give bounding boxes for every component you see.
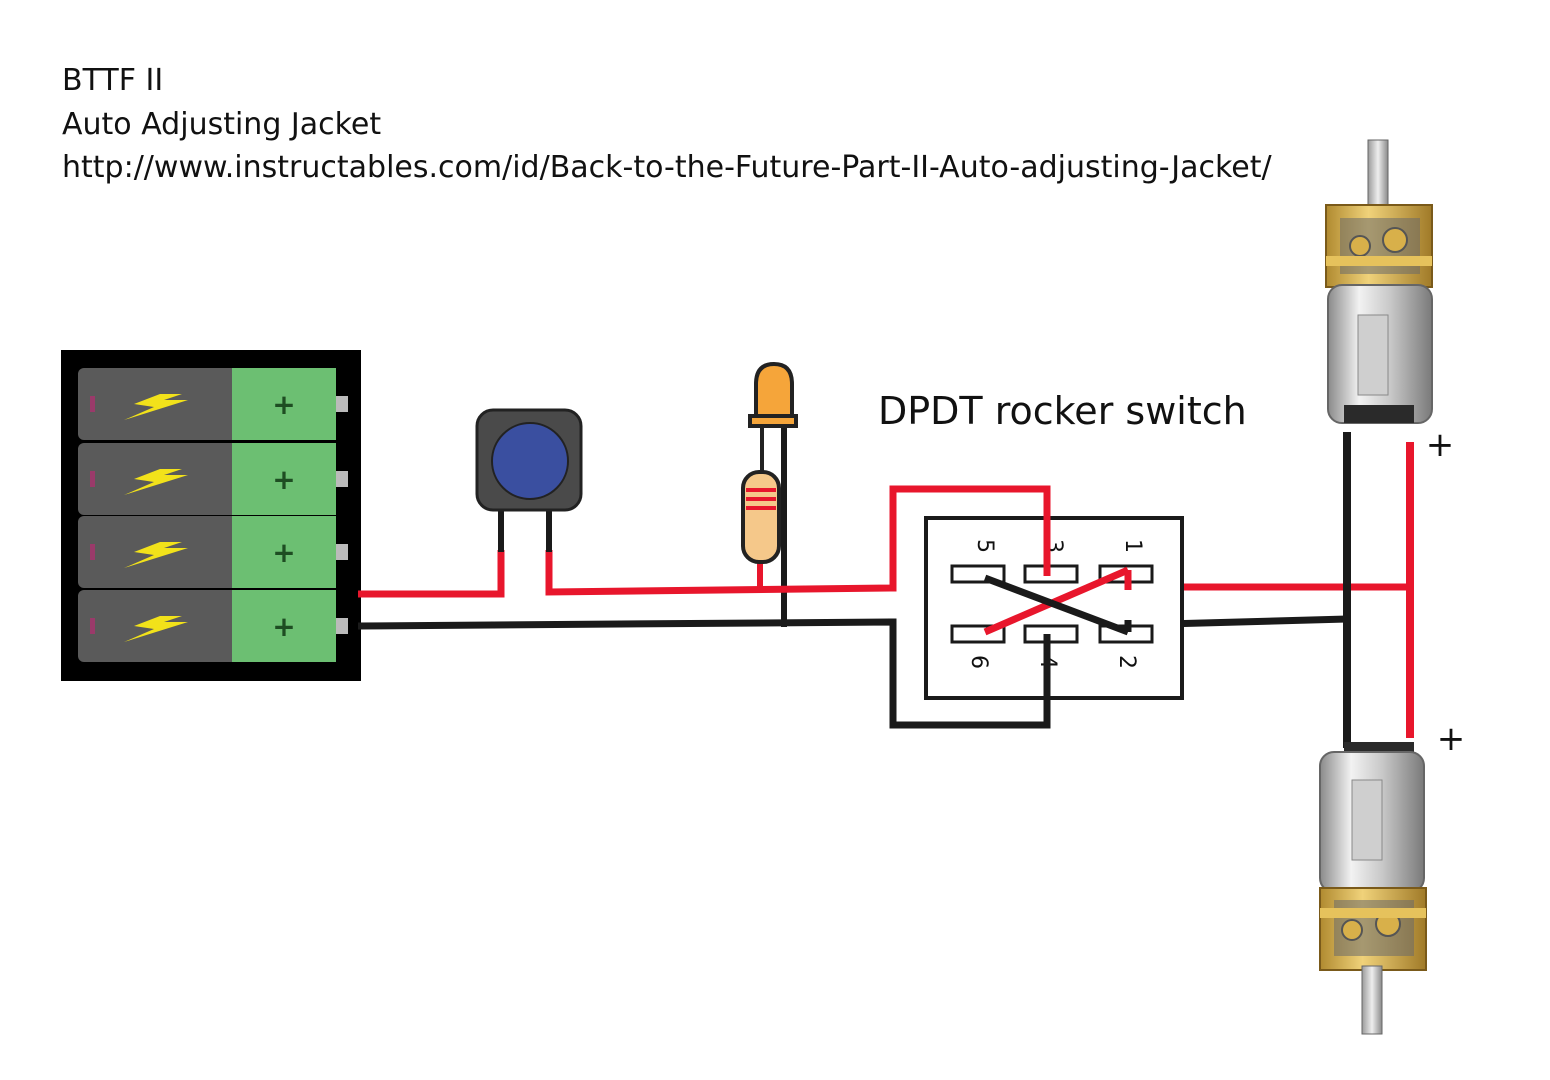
battery-cell: + — [78, 368, 348, 440]
lightning-icon — [124, 616, 188, 642]
svg-text:2: 2 — [1114, 655, 1139, 669]
source-url: http://www.instructables.com/id/Back-to-… — [62, 150, 1272, 185]
motor-top-plus-label: + — [1426, 425, 1455, 465]
black-wire-main — [357, 618, 1051, 729]
plus-icon: + — [272, 388, 295, 421]
svg-text:6: 6 — [966, 655, 991, 669]
battery-cell: + — [78, 516, 348, 588]
diagram-subtitle: Auto Adjusting Jacket — [62, 107, 382, 142]
battery-cell: + — [78, 590, 348, 662]
motor-bottom-plus-label: + — [1437, 719, 1466, 759]
svg-text:5: 5 — [972, 539, 997, 553]
red-wire-battery-button — [358, 550, 505, 598]
push-button-icon — [475, 408, 583, 552]
battery-pack: + + + + — [61, 350, 361, 681]
dpdt-switch: 5 3 1 6 4 2 — [924, 489, 1184, 700]
battery-cell: + — [78, 443, 348, 515]
gear-motor-icon — [1325, 139, 1433, 424]
lightning-icon — [124, 542, 188, 568]
plus-icon: + — [272, 610, 295, 643]
gear-motor-icon — [1319, 742, 1427, 1035]
lightning-icon — [124, 469, 188, 495]
diagram-title: BTTF II — [62, 63, 164, 98]
led-icon — [748, 361, 798, 475]
plus-icon: + — [272, 536, 295, 569]
switch-pin: 3 — [1023, 539, 1079, 584]
plus-icon: + — [272, 463, 295, 496]
svg-text:1: 1 — [1120, 539, 1145, 553]
switch-label: DPDT rocker switch — [878, 389, 1247, 433]
lightning-icon — [124, 394, 188, 420]
resistor-icon — [741, 470, 781, 564]
